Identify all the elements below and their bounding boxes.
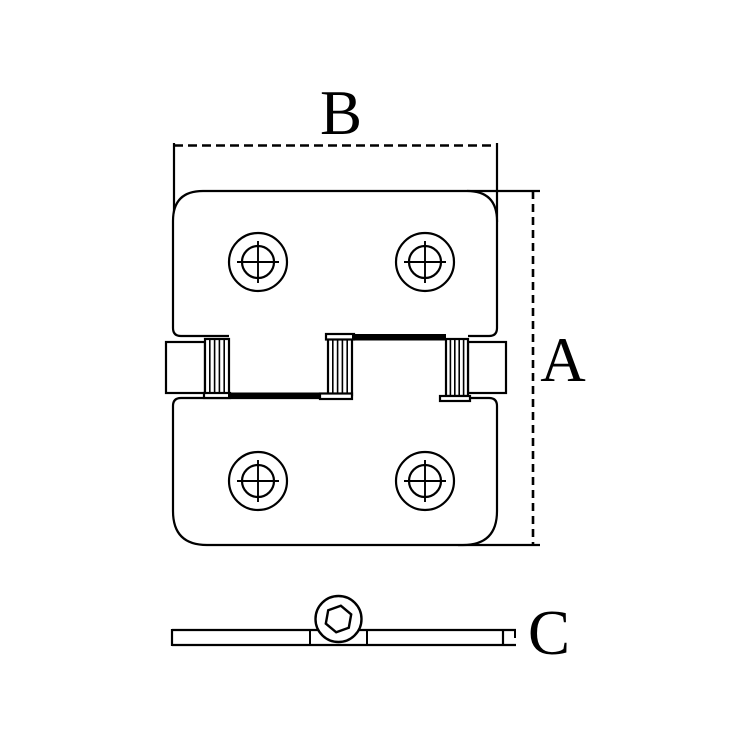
- screw-hole-bottom-right: [394, 450, 456, 512]
- dimension-b: B: [172, 78, 499, 222]
- pin-end-cap-right: [466, 340, 508, 395]
- dimension-b-label: B: [320, 78, 362, 148]
- hinge-side-view: C: [170, 594, 570, 668]
- leaf-wrap-bar-top: [352, 334, 446, 341]
- screw-hole-bottom-left: [227, 450, 289, 512]
- leaf-wrap-bar-bottom: [228, 392, 322, 399]
- knuckle-left-bottom-cap: [202, 391, 232, 400]
- knuckle-center-bottom-cap: [318, 392, 354, 401]
- hinge-top-leaf: [171, 189, 499, 338]
- knuckle-left-body: [203, 337, 231, 398]
- dimension-a-label: A: [540, 325, 586, 395]
- hinge-top-view: [164, 189, 508, 547]
- hex-socket-icon: [324, 604, 353, 634]
- dimension-c-label: C: [528, 598, 570, 668]
- knuckle-right: [444, 337, 470, 398]
- screw-hole-top-right: [394, 231, 456, 293]
- screw-hole-top-left: [227, 231, 289, 293]
- pin-head-circle: [314, 594, 363, 644]
- knuckle-right-bottom-cap: [438, 394, 472, 403]
- knuckle-center-body: [326, 337, 354, 397]
- pin-end-cap-left: [164, 340, 207, 395]
- knuckle-left: [203, 337, 231, 398]
- knuckle-right-body: [444, 337, 470, 398]
- dimension-a: A: [458, 189, 586, 547]
- knuckle-center-top-cap: [324, 332, 356, 341]
- knuckle-center: [326, 337, 354, 397]
